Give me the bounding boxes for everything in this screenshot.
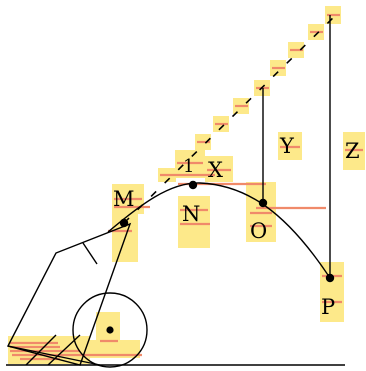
label-p: P — [321, 295, 335, 319]
label-mark-1: 1 — [183, 156, 194, 177]
highlight-block — [320, 262, 344, 322]
base-strut — [7, 345, 101, 366]
point-p — [325, 273, 335, 283]
label-m: M — [113, 187, 135, 211]
projection-line — [123, 12, 339, 224]
point-m — [119, 218, 129, 228]
base-strut — [47, 334, 81, 366]
point-n — [188, 180, 198, 190]
label-y: Y — [279, 134, 295, 158]
launcher-body — [6, 222, 132, 366]
labels: M N O P X Y Z 1 — [113, 134, 360, 319]
highlight-block — [90, 340, 140, 358]
label-z: Z — [345, 139, 360, 163]
highlight-layer — [8, 6, 365, 364]
label-o: O — [250, 219, 267, 243]
points — [106, 180, 335, 334]
label-x: X — [208, 158, 223, 182]
point-o — [258, 198, 268, 208]
figure-lines — [6, 15, 345, 368]
label-n: N — [182, 202, 200, 226]
wheel-center-dot — [106, 326, 114, 334]
launcher-divider — [82, 242, 98, 265]
strike-layer — [10, 13, 363, 361]
base-strut — [25, 334, 57, 366]
highlight-block — [178, 196, 210, 248]
launcher-wheel — [72, 292, 148, 368]
